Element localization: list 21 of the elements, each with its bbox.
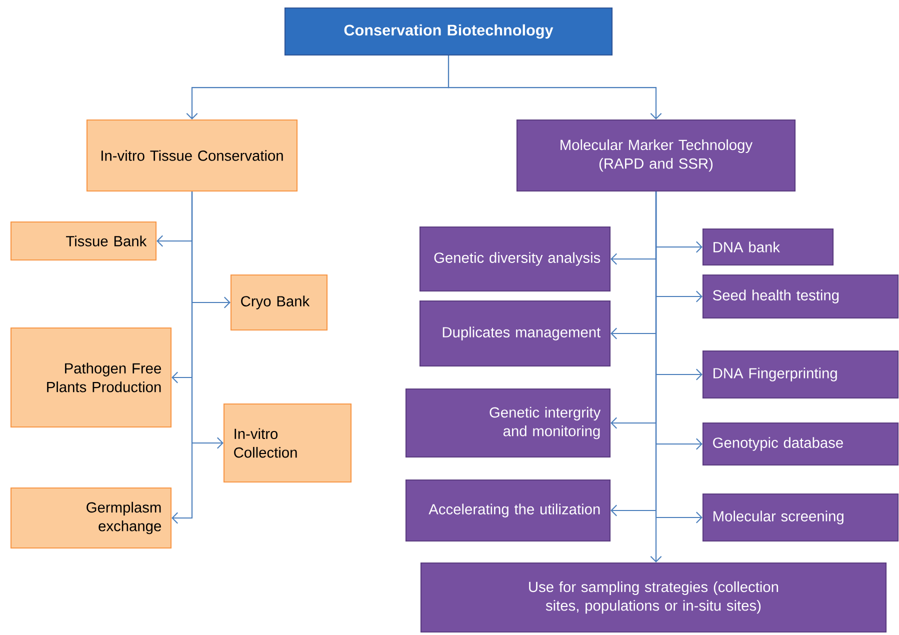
process-box: Duplicates management <box>419 300 611 367</box>
process-box: Tissue Bank <box>10 221 157 261</box>
arrow <box>448 56 662 120</box>
process-box: Cryo Bank <box>230 274 328 331</box>
process-box: Germplasm exchange <box>10 487 172 549</box>
process-box: DNA Fingerprinting <box>702 350 899 399</box>
process-box: Genetic intergrity and monitoring <box>405 388 611 458</box>
process-box: In-vitro Collection <box>223 403 352 483</box>
process-box: In-vitro Tissue Conservation <box>86 119 298 192</box>
process-box: Genetic diversity analysis <box>419 226 611 292</box>
process-box: Molecular Marker Technology (RAPD and SSR) <box>516 119 796 192</box>
process-box: Pathogen Free Plants Production <box>10 327 172 428</box>
process-box: Accelerating the utilization <box>405 479 611 542</box>
process-box: Molecular screening <box>702 493 899 542</box>
process-box: Genotypic database <box>702 422 899 466</box>
process-box: Seed health testing <box>702 274 899 319</box>
process-box: DNA bank <box>702 228 834 266</box>
title-box: Conservation Biotechnology <box>284 7 613 56</box>
arrow <box>172 192 193 524</box>
arrow <box>650 192 662 562</box>
process-box: Use for sampling strategies (collection sites, populations or in-situ sites) <box>420 562 887 633</box>
